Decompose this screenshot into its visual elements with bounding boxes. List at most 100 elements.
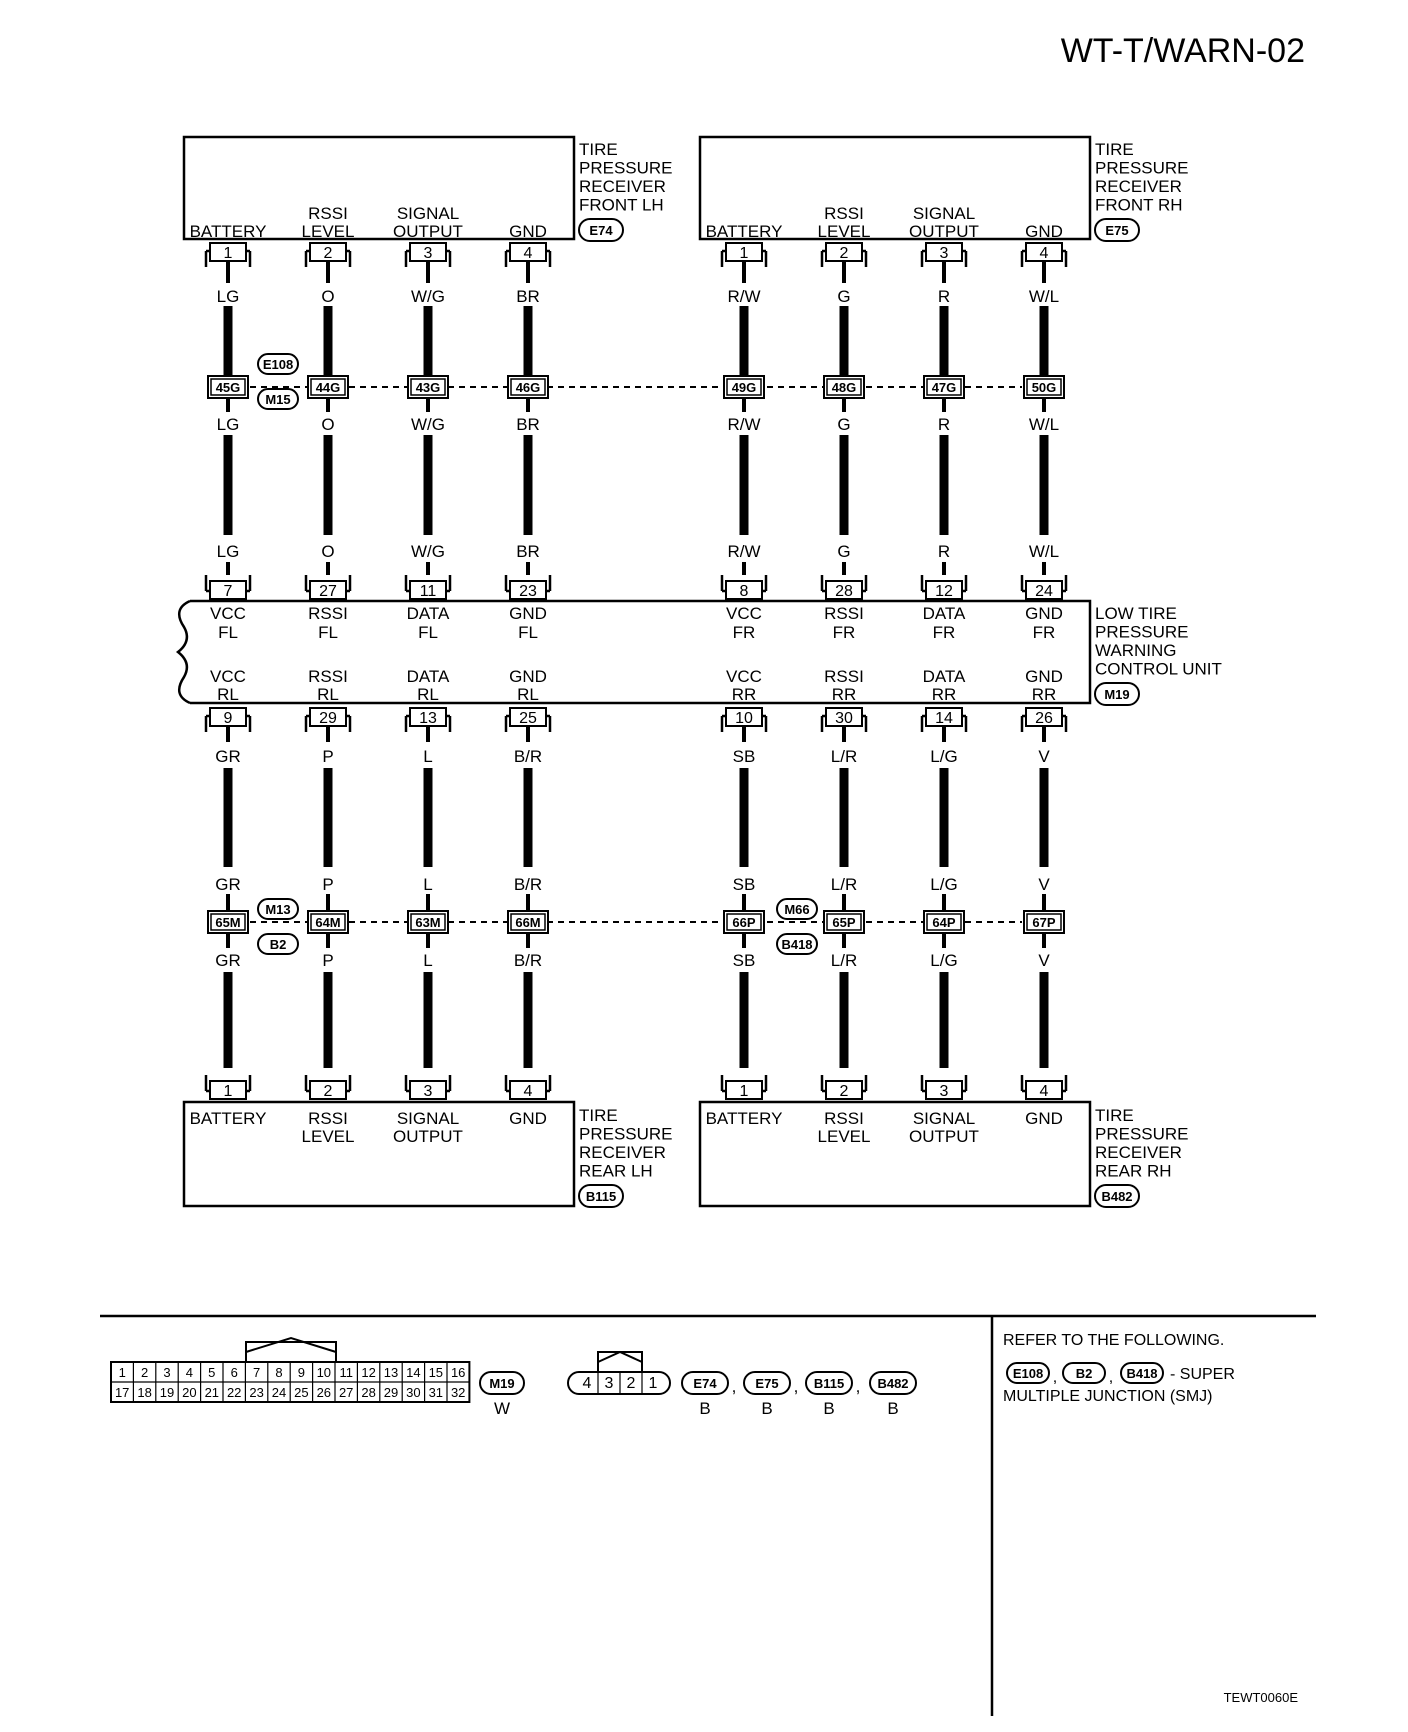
- receiver-name-front-lh: PRESSURE: [579, 159, 673, 178]
- joint-terminal: 66M: [515, 915, 540, 930]
- control-unit-pin-bottom: 26: [1035, 710, 1053, 727]
- m19-cavity-number: 12: [361, 1365, 375, 1380]
- wire-color-label: V: [1038, 951, 1050, 970]
- receiver-connector-tag: B482: [1101, 1189, 1132, 1204]
- joint-terminal-inner: [410, 378, 446, 396]
- control-unit-connector-tag: M19: [1104, 687, 1129, 702]
- control-unit-pin-bottom: 25: [519, 710, 537, 727]
- wire-color-label: BR: [516, 542, 540, 561]
- receiver-pin-number: 4: [524, 1083, 533, 1100]
- wire-color-label: O: [321, 287, 334, 306]
- joint-terminal: 49G: [732, 380, 757, 395]
- control-unit-pin-label: GND: [1025, 667, 1063, 686]
- four-pin-cavity-number: 2: [627, 1375, 636, 1392]
- receiver-pin-number: 1: [740, 245, 749, 262]
- joint-terminal-inner: [1026, 378, 1062, 396]
- page-code: WT-T/WARN-02: [1061, 32, 1305, 70]
- four-pin-cavity-number: 1: [649, 1375, 658, 1392]
- refer-connector-tag: B418: [1126, 1366, 1157, 1381]
- receiver-pin-number: 3: [940, 1083, 949, 1100]
- joint-terminal: 66P: [732, 915, 755, 930]
- receiver-pin-number: 2: [324, 245, 333, 262]
- control-unit-pin-top: 12: [935, 583, 953, 600]
- m19-cavity-number: 27: [339, 1385, 353, 1400]
- joint-terminal: 46G: [516, 380, 541, 395]
- m19-lock-tab: [245, 1336, 337, 1362]
- joint-terminal: 44G: [316, 380, 341, 395]
- wire-color-label: LG: [217, 287, 240, 306]
- control-unit-pin-label: RSSI: [824, 667, 864, 686]
- legend-connector-tag: B482: [877, 1376, 908, 1391]
- receiver-name-front-rh: TIRE: [1095, 140, 1134, 159]
- receiver-pin-label: LEVEL: [302, 1127, 355, 1146]
- receiver-pin-label: OUTPUT: [909, 1127, 979, 1146]
- control-unit-name: PRESSURE: [1095, 623, 1189, 642]
- m19-cavity-number: 21: [205, 1385, 219, 1400]
- m19-color-code: W: [494, 1399, 510, 1418]
- legend-connector-tag-outline: [681, 1371, 729, 1395]
- control-unit-pin-label: FR: [1033, 623, 1056, 642]
- wire-color-label: O: [321, 415, 334, 434]
- receiver-pin-label: SIGNAL: [913, 1109, 975, 1128]
- legend-connector-tag-outline: [805, 1371, 853, 1395]
- refer-separator: ,: [1053, 1369, 1057, 1386]
- m19-cavity-number: 24: [272, 1385, 286, 1400]
- joint-terminal-inner: [926, 913, 962, 931]
- receiver-name-rear-rh: RECEIVER: [1095, 1143, 1182, 1162]
- receiver-name-rear-rh: PRESSURE: [1095, 1125, 1189, 1144]
- receiver-pin-label: RSSI: [308, 204, 348, 223]
- wire-color-label: SB: [733, 951, 756, 970]
- control-unit-pin-bottom: 9: [224, 710, 233, 727]
- m19-cavity-number: 23: [249, 1385, 263, 1400]
- receiver-pin-label: BATTERY: [190, 1109, 267, 1128]
- wire-color-label: B/R: [514, 875, 542, 894]
- joint-terminal: 65M: [215, 915, 240, 930]
- joint-connector-tag-outline: [257, 898, 299, 920]
- four-pin-cavity-number: 3: [605, 1375, 614, 1392]
- control-unit-pin-label: RR: [1032, 685, 1057, 704]
- m19-cavity-number: 19: [160, 1385, 174, 1400]
- control-unit-name: CONTROL UNIT: [1095, 660, 1222, 679]
- wire-color-label: B/R: [514, 747, 542, 766]
- wire-color-label: GR: [215, 951, 241, 970]
- m19-cavity-number: 1: [119, 1365, 126, 1380]
- receiver-pin-label: SIGNAL: [913, 204, 975, 223]
- joint-terminal: 43G: [416, 380, 441, 395]
- wire-color-label: W/L: [1029, 415, 1059, 434]
- receiver-pin-label: LEVEL: [302, 222, 355, 241]
- joint-terminal: 65P: [832, 915, 855, 930]
- joint-terminal-inner: [726, 913, 762, 931]
- control-unit-pin-label: VCC: [726, 604, 762, 623]
- receiver-pin-number: 4: [1040, 1083, 1049, 1100]
- joint-terminal: 47G: [932, 380, 957, 395]
- receiver-pin-number: 1: [740, 1083, 749, 1100]
- m19-cavity-number: 26: [317, 1385, 331, 1400]
- joint-terminal-inner: [310, 378, 346, 396]
- joint-connector-tag: B2: [270, 937, 287, 952]
- receiver-box-rear-lh: [182, 1100, 576, 1208]
- receiver-name-front-lh: TIRE: [579, 140, 618, 159]
- m19-cavity-number: 22: [227, 1385, 241, 1400]
- control-unit-pin-bottom: 13: [419, 710, 437, 727]
- wire-color-label: L/R: [831, 747, 857, 766]
- diagram-graphics: [100, 135, 1316, 1716]
- joint-terminal-inner: [826, 378, 862, 396]
- receiver-pin-label: GND: [509, 222, 547, 241]
- m19-cavity-number: 30: [406, 1385, 420, 1400]
- wire-color-label: G: [837, 415, 850, 434]
- legend-separator: ,: [732, 1377, 737, 1396]
- refer-connector-tag-outline: [1062, 1362, 1106, 1384]
- control-unit-pin-label: RR: [832, 685, 857, 704]
- receiver-pin-label: SIGNAL: [397, 1109, 459, 1128]
- refer-connector-tag: B2: [1076, 1366, 1093, 1381]
- joint-connector-tag-outline: [257, 933, 299, 955]
- joint-terminal: 50G: [1032, 380, 1057, 395]
- control-unit-pin-label: RL: [317, 685, 339, 704]
- control-unit-pin-label: FL: [518, 623, 538, 642]
- control-unit-pin-label: VCC: [726, 667, 762, 686]
- control-unit-pin-label: DATA: [923, 604, 966, 623]
- joint-terminal: 64M: [315, 915, 340, 930]
- m19-cavity-number: 9: [298, 1365, 305, 1380]
- receiver-pin-number: 3: [424, 245, 433, 262]
